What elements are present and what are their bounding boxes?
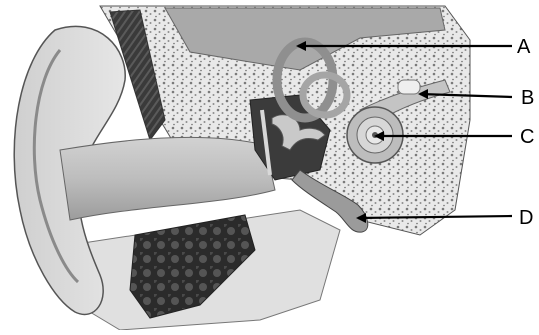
- nerve-end: [398, 80, 420, 94]
- label-b: B: [521, 88, 534, 108]
- label-d: D: [519, 208, 533, 228]
- label-a: A: [517, 37, 530, 57]
- label-c: C: [520, 127, 534, 147]
- ear-canal: [60, 137, 275, 220]
